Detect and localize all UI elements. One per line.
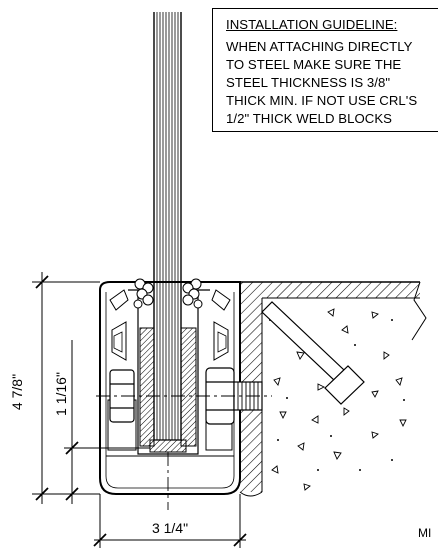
top-gaskets bbox=[133, 278, 203, 309]
note-line-2: TO STEEL MAKE SURE THE bbox=[226, 57, 402, 72]
note-title: INSTALLATION GUIDELINE: bbox=[226, 17, 398, 32]
note-line-1: WHEN ATTACHING DIRECTLY bbox=[226, 39, 413, 54]
corner-label: MI bbox=[418, 526, 432, 540]
note-line-3: STEEL THICKNESS IS 3/8" bbox=[226, 75, 391, 90]
note-line-5: 1/2" THICK WELD BLOCKS bbox=[226, 111, 393, 126]
setting-shims bbox=[139, 327, 197, 453]
dim-height-lower bbox=[64, 340, 150, 504]
dim-height-overall bbox=[32, 272, 100, 504]
dim-height-lower-label: 1 1/16" bbox=[53, 372, 69, 416]
installation-note-box bbox=[212, 8, 438, 132]
dim-height-overall-label: 4 7/8" bbox=[9, 374, 25, 410]
dim-width-label: 3 1/4" bbox=[152, 520, 188, 536]
note-line-4: THICK MIN. IF NOT USE CRL'S bbox=[226, 93, 418, 108]
dim-width bbox=[93, 494, 247, 548]
concrete-slab bbox=[239, 281, 427, 497]
glass-panel bbox=[153, 12, 182, 441]
center-lines bbox=[96, 395, 272, 510]
